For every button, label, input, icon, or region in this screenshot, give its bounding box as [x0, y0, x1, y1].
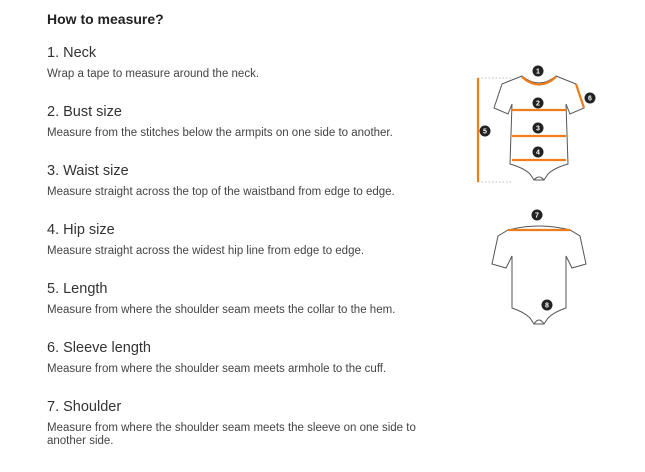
- neck-measure-line: [521, 76, 557, 86]
- marker-3: 3: [532, 122, 544, 134]
- marker-6: 6: [584, 92, 596, 104]
- step-heading: 5. Length: [47, 281, 108, 297]
- step-heading: 7. Shoulder: [47, 399, 122, 415]
- measurement-steps: 1. Neck Wrap a tape to measure around th…: [47, 44, 457, 457]
- step-heading: 3. Waist size: [47, 163, 129, 179]
- svg-text:7: 7: [535, 213, 539, 220]
- step-hip-size: 4. Hip size Measure straight across the …: [47, 221, 457, 280]
- marker-4: 4: [532, 146, 544, 158]
- step-description: Wrap a tape to measure around the neck.: [47, 68, 260, 80]
- step-description: Measure from where the shoulder seam mee…: [47, 363, 387, 375]
- marker-1: 1: [532, 65, 544, 77]
- step-heading: 4. Hip size: [47, 222, 115, 238]
- svg-text:2: 2: [536, 101, 540, 108]
- step-heading: 6. Sleeve length: [47, 340, 151, 356]
- sleeve-measure-line: [574, 83, 586, 109]
- bodysuit-back-outline: [491, 225, 587, 325]
- bodysuit-back-diagram: 7 8: [491, 209, 587, 325]
- step-waist-size: 3. Waist size Measure straight across th…: [47, 162, 457, 221]
- page-title: How to measure?: [47, 11, 164, 27]
- step-heading: 2. Bust size: [47, 104, 122, 120]
- marker-8: 8: [541, 299, 553, 311]
- svg-text:4: 4: [536, 150, 540, 157]
- crotch-back-outline: [533, 319, 545, 325]
- svg-text:8: 8: [545, 303, 549, 310]
- marker-5: 5: [479, 125, 491, 137]
- marker-7: 7: [531, 209, 543, 221]
- step-description: Measure straight across the widest hip l…: [47, 245, 365, 257]
- step-description: Measure straight across the top of the w…: [47, 186, 395, 198]
- step-description: Measure from where the shoulder seam mee…: [47, 422, 416, 447]
- step-neck: 1. Neck Wrap a tape to measure around th…: [47, 44, 457, 103]
- svg-text:1: 1: [536, 69, 540, 76]
- step-heading: 1. Neck: [47, 45, 97, 61]
- svg-text:3: 3: [536, 126, 540, 133]
- step-bust-size: 2. Bust size Measure from the stitches b…: [47, 103, 457, 162]
- step-description: Measure from where the shoulder seam mee…: [47, 304, 396, 316]
- step-length: 5. Length Measure from where the shoulde…: [47, 280, 457, 339]
- crotch-outline: [533, 176, 545, 181]
- step-shoulder: 7. Shoulder Measure from where the shoul…: [47, 398, 457, 457]
- marker-2: 2: [532, 97, 544, 109]
- bodysuit-front-diagram: 1 2 3 4 5 6: [476, 65, 596, 183]
- step-description: Measure from the stitches below the armp…: [47, 127, 393, 139]
- step-sleeve-length: 6. Sleeve length Measure from where the …: [47, 339, 457, 398]
- svg-text:5: 5: [483, 129, 487, 136]
- svg-text:6: 6: [588, 96, 592, 103]
